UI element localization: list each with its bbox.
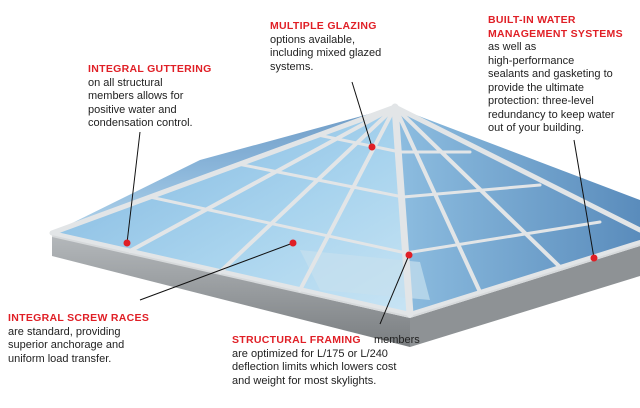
callout-title: MULTIPLE GLAZING (270, 20, 377, 32)
callout-body-line: are standard, providing (8, 325, 121, 338)
callout-body-line: high-performance (488, 54, 575, 67)
callout-body-line: on all structural (88, 76, 163, 89)
callout-body-line: provide the ultimate (488, 81, 584, 94)
callout-body-line: options available, (270, 33, 356, 46)
callout-title: STRUCTURAL FRAMING (232, 334, 361, 346)
callout-body-line: systems. (270, 60, 314, 73)
callout-title: INTEGRAL SCREW RACES (8, 312, 150, 324)
callout-body-line: positive water and (88, 103, 177, 116)
callout-integral-guttering: INTEGRAL GUTTERING on all structural mem… (88, 63, 212, 131)
callout-body-line: condensation control. (88, 117, 193, 129)
callout-markers (123, 143, 598, 262)
callout-body-line: deflection limits which lowers cost (232, 361, 397, 373)
callout-multiple-glazing: MULTIPLE GLAZING options available, incl… (270, 20, 381, 74)
leader-lines (126, 81, 595, 325)
framing-members (49, 103, 640, 318)
callout-title: INTEGRAL GUTTERING (88, 63, 212, 75)
callout-body-line: members (373, 334, 420, 346)
callout-title: MANAGEMENT SYSTEMS (488, 27, 623, 40)
callout-title: BUILT-IN WATER (488, 14, 576, 26)
callout-integral-screw-races: INTEGRAL SCREW RACES are standard, provi… (8, 312, 149, 366)
callout-body-line: as well as (488, 41, 537, 53)
callout-body-line: and weight for most skylights. (232, 374, 377, 387)
callout-body-line: including mixed glazed (270, 47, 382, 59)
callout-body-line: superior anchorage and (8, 339, 125, 351)
callout-body-line: are optimized for L/175 or L/240 (232, 347, 388, 360)
callout-body-line: members allows for (88, 90, 184, 102)
callout-body-line: out of your building. (488, 122, 585, 134)
callout-structural-framing: STRUCTURAL FRAMING members are optimized… (232, 334, 420, 388)
callout-body-line: uniform load transfer. (8, 352, 112, 365)
callout-body-line: sealants and gasketing to (488, 68, 613, 80)
callout-water-management: BUILT-IN WATER MANAGEMENT SYSTEMS as wel… (488, 14, 623, 136)
callout-body-line: redundancy to keep water (488, 108, 615, 121)
callout-body-line: protection: three-level (488, 95, 594, 107)
